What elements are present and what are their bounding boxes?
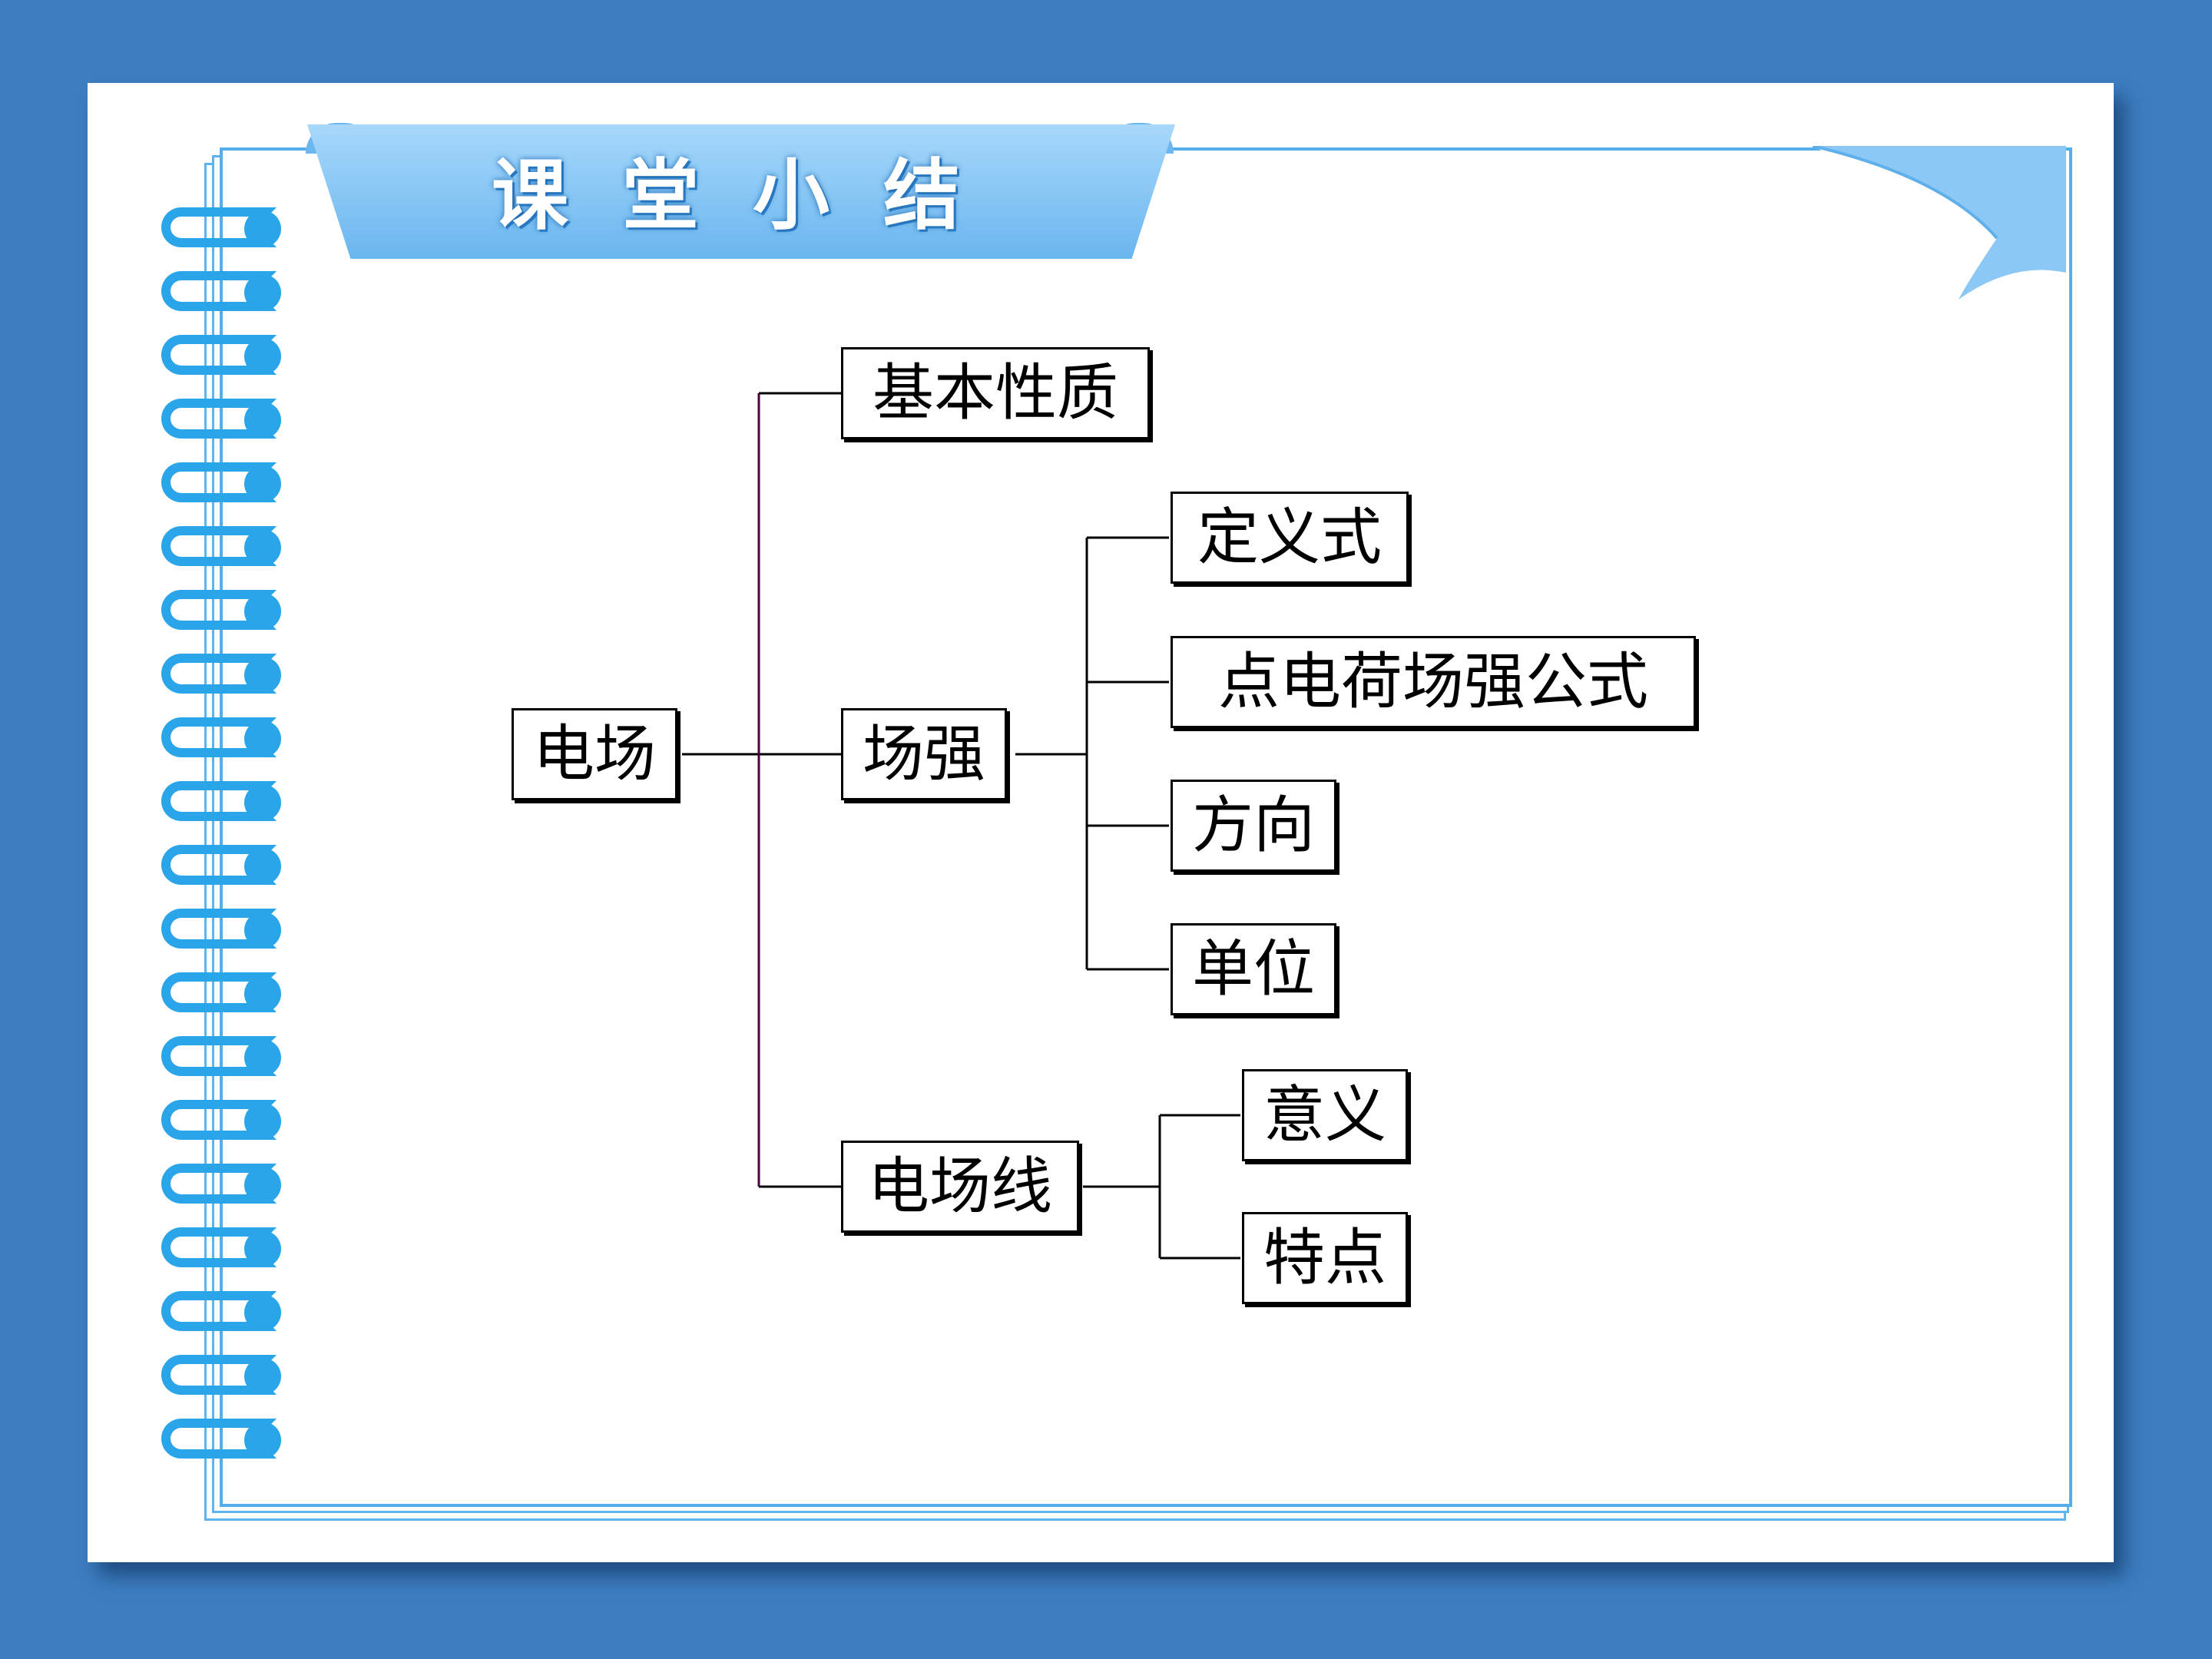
spiral-hole (244, 1039, 281, 1076)
spiral-ring (161, 526, 276, 566)
spiral-hole (244, 402, 281, 439)
node-basic-property: 基本性质 (841, 347, 1150, 439)
title-tab (307, 124, 1175, 259)
node-unit: 单位 (1171, 923, 1336, 1015)
spiral-ring (161, 590, 276, 630)
node-direction: 方向 (1171, 780, 1336, 872)
node-field-lines: 电场线 (841, 1141, 1079, 1233)
node-point-charge-formula: 点电荷场强公式 (1171, 636, 1696, 728)
spiral-ring (161, 1100, 276, 1140)
spiral-hole (244, 593, 281, 630)
node-features: 特点 (1242, 1212, 1408, 1304)
page-curl-icon (1813, 146, 2066, 300)
spiral-hole (244, 1294, 281, 1331)
spiral-hole (244, 1167, 281, 1204)
spiral-hole (244, 912, 281, 949)
spiral-hole (244, 338, 281, 375)
spiral-hole (244, 657, 281, 694)
node-definition: 定义式 (1171, 492, 1409, 584)
spiral-hole (244, 784, 281, 821)
spiral-hole (244, 465, 281, 502)
spiral-hole (244, 848, 281, 885)
spiral-ring (161, 781, 276, 821)
spiral-hole (244, 274, 281, 311)
spiral-hole (244, 529, 281, 566)
spiral-hole (244, 1422, 281, 1459)
spiral-hole (244, 1103, 281, 1140)
spiral-hole (244, 210, 281, 247)
node-field-strength: 场强 (841, 708, 1007, 800)
spiral-hole (244, 1358, 281, 1395)
spiral-ring (161, 1291, 276, 1331)
spiral-hole (244, 975, 281, 1012)
spiral-hole (244, 1230, 281, 1267)
node-electric-field: 电场 (512, 708, 677, 800)
node-meaning: 意义 (1242, 1069, 1408, 1161)
spiral-ring (161, 1164, 276, 1204)
spiral-ring (161, 271, 276, 311)
spiral-ring (161, 654, 276, 694)
page-title: 课堂小结 (492, 151, 1014, 240)
spiral-hole (244, 720, 281, 757)
